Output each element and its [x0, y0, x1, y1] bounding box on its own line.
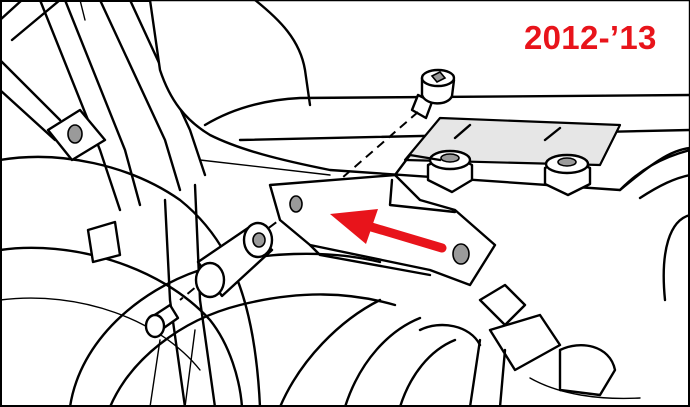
- mounting-tab-left: [46, 108, 107, 162]
- bolt-icon: [410, 68, 456, 120]
- nut-icon: [426, 149, 474, 194]
- motor-connector: [418, 283, 641, 407]
- direction-arrow-icon: [330, 209, 447, 253]
- model-year-label: 2012-’13: [522, 18, 659, 58]
- fan-shroud: [0, 155, 457, 407]
- nut-icon: [543, 153, 592, 197]
- spacer-icon: [194, 221, 274, 299]
- small-bracket: [86, 220, 122, 264]
- alignment-guide: [179, 111, 419, 301]
- screw-icon: [144, 303, 180, 339]
